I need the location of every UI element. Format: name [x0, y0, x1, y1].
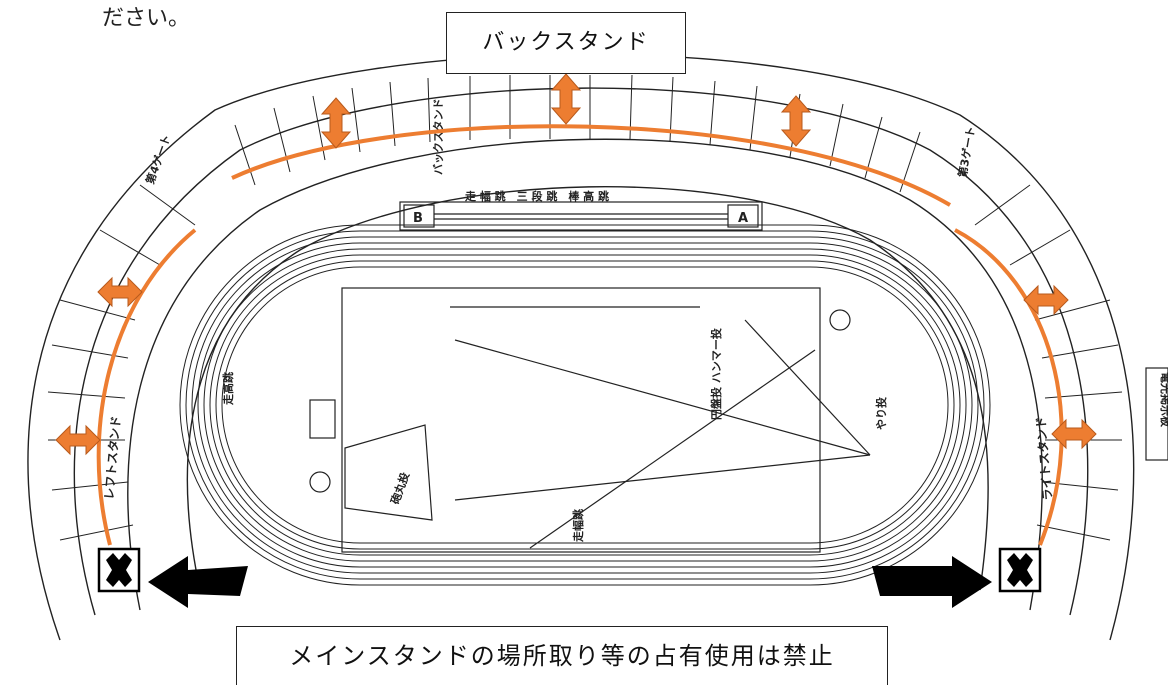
gate-4-label: 第4ゲート: [143, 133, 174, 186]
black-arrow-icon: [148, 556, 248, 608]
sign-a-label: A: [738, 211, 748, 226]
main-stand-notice-callout: メインスタンドの場所取り等の占有使用は禁止: [236, 626, 888, 685]
right-stand-label: ライトスタンド: [1034, 416, 1055, 501]
discus-hammer-label: 円盤投 ハンマー投: [709, 328, 723, 420]
route-left-stand: [96, 228, 197, 546]
back-stand-vertical-label: バックスタンド: [432, 98, 445, 175]
double-arrow-icon: [1023, 284, 1069, 316]
gate-3-label: 第3ゲート: [955, 125, 978, 178]
stand-outline: [27, 53, 1135, 641]
scoreboard-box: [1145, 367, 1168, 461]
route-right-stand: [954, 228, 1064, 546]
running-track: [179, 224, 991, 586]
black-arrow-icon: [872, 556, 992, 608]
route-back-stand: [231, 124, 952, 207]
infield: [309, 287, 871, 553]
x-mark-icon: [998, 547, 1042, 593]
double-arrow-icon: [55, 424, 101, 456]
left-stand-blocks: [47, 184, 196, 541]
sign-b-label: B: [413, 211, 423, 226]
x-mark-icon: [97, 547, 141, 593]
back-stand-callout: バックスタンド: [446, 12, 686, 74]
double-arrow-icon: [97, 276, 143, 308]
left-stand-label: レフトスタンド: [102, 415, 123, 500]
double-arrow-icon: [550, 73, 582, 125]
javelin-label: やり投: [874, 397, 888, 430]
high-jump-bottom-label: 走幅跳: [571, 509, 585, 543]
double-arrow-icon: [780, 95, 812, 147]
jump-area-label: 走 幅 跳 三 段 跳 棒 高 跳: [464, 189, 609, 203]
scoreboard-label: 電光掲示板: [1159, 372, 1168, 428]
header-fragment: ださい。: [102, 6, 191, 31]
high-jump-left-label: 走高跳: [221, 372, 235, 406]
sign-bar: [399, 201, 763, 231]
shot-put-label: 砲丸投: [387, 470, 412, 507]
double-arrow-icon: [1051, 418, 1097, 450]
double-arrow-icon: [320, 97, 352, 149]
